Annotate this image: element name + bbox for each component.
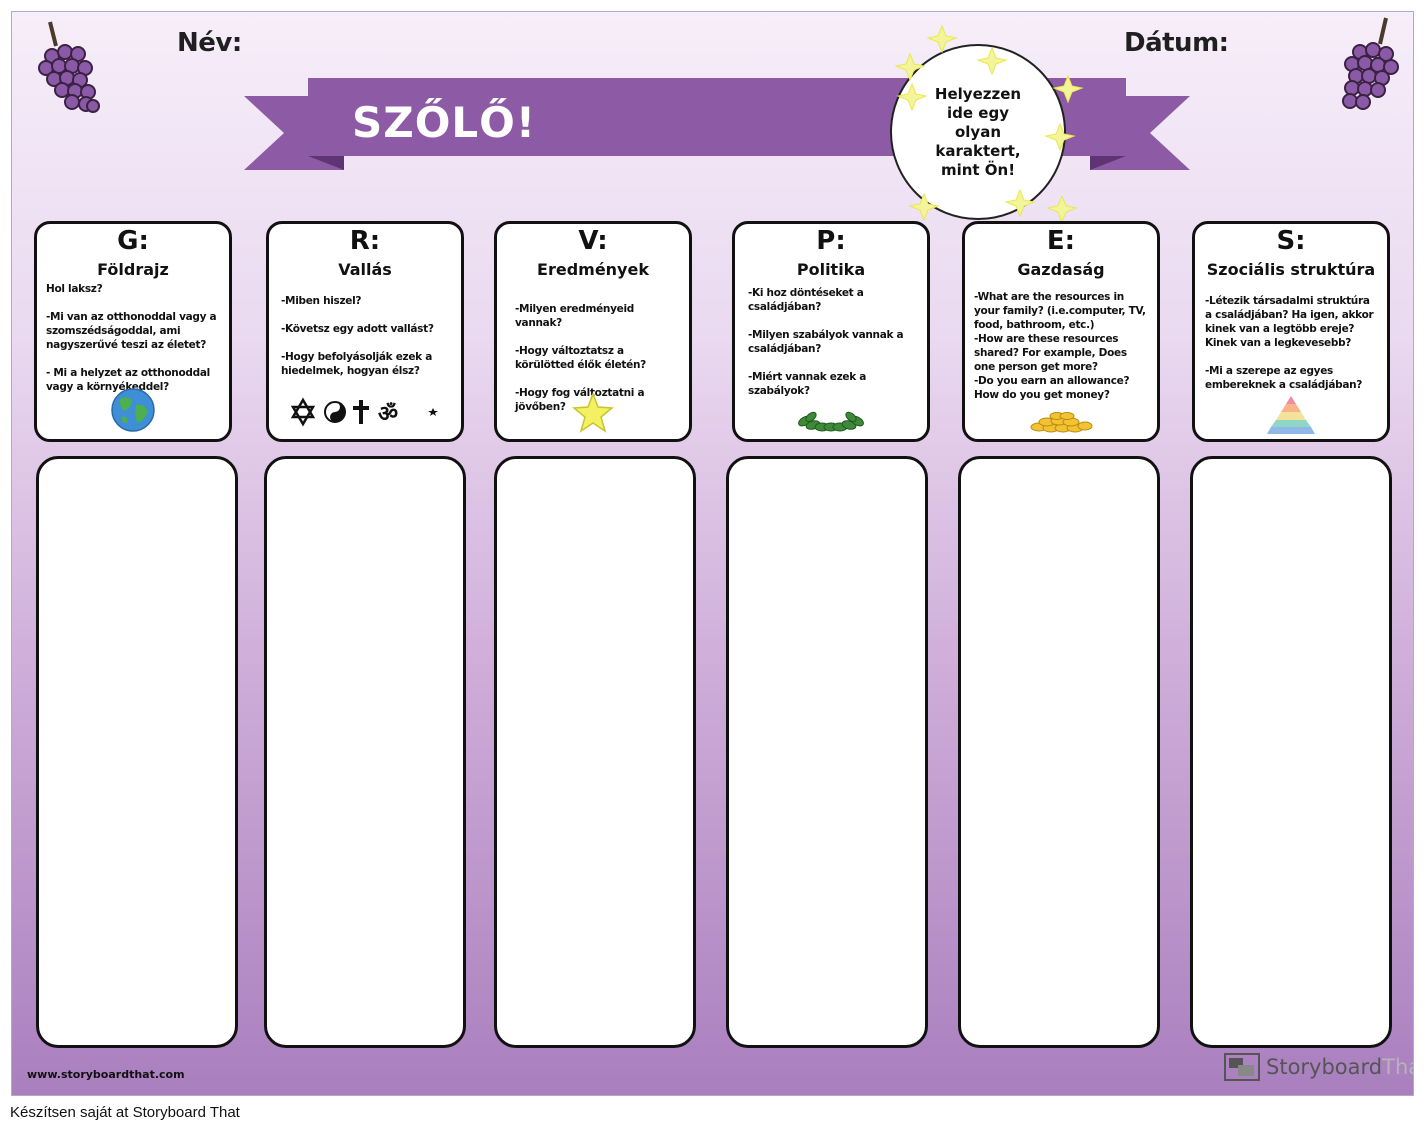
card-title: Vallás bbox=[338, 260, 392, 279]
answer-box-social-structure[interactable] bbox=[1190, 456, 1392, 1048]
card-economy: E: Gazdaság -What are the resources in y… bbox=[962, 221, 1160, 442]
card-social-structure: S: Szociális struktúra -Létezik társadal… bbox=[1192, 221, 1390, 442]
grapes-icon bbox=[1342, 17, 1399, 110]
card-letter: V: bbox=[578, 226, 608, 256]
card-letter: S: bbox=[1276, 226, 1306, 256]
svg-text:ॐ: ॐ bbox=[378, 402, 398, 427]
worksheet-poster: Név: Dátum: SZŐLŐ! Helyezzen ide egy oly… bbox=[11, 11, 1414, 1096]
answer-box-economy[interactable] bbox=[958, 456, 1160, 1048]
answer-box-achievements[interactable] bbox=[494, 456, 696, 1048]
gold-coins-icon bbox=[965, 411, 1157, 433]
pyramid-icon bbox=[1195, 395, 1387, 435]
card-letter: R: bbox=[349, 226, 381, 256]
card-letter: G: bbox=[117, 226, 149, 256]
worksheet-title: SZŐLŐ! bbox=[352, 98, 537, 147]
name-label: Név: bbox=[177, 28, 242, 58]
answer-box-geography[interactable] bbox=[36, 456, 238, 1048]
card-title: Eredmények bbox=[537, 260, 649, 279]
logo-word-dark: Storyboard bbox=[1266, 1055, 1383, 1079]
card-body: -Ki hoz döntéseket a családjában? -Milye… bbox=[748, 287, 904, 397]
religious-symbols-icon: ॐ bbox=[269, 397, 461, 427]
card-body: -Miben hiszel? -Követsz egy adott vallás… bbox=[281, 295, 434, 377]
laurel-wreath-icon bbox=[735, 407, 927, 435]
card-letter: P: bbox=[816, 226, 846, 256]
card-title: Gazdaság bbox=[1017, 260, 1105, 279]
card-title: Politika bbox=[796, 260, 866, 279]
card-religion: R: Vallás -Miben hiszel? -Követsz egy ad… bbox=[266, 221, 464, 442]
card-body: -Létezik társadalmi struktúra a családjá… bbox=[1205, 295, 1374, 391]
card-body: -What are the resources in your family? … bbox=[974, 291, 1146, 401]
globe-icon bbox=[37, 387, 229, 433]
card-geography: G: Földrajz Hol laksz? -Mi van az otthon… bbox=[34, 221, 232, 442]
character-prompt: Helyezzen ide egy olyan karaktert, mint … bbox=[934, 84, 1022, 179]
date-label: Dátum: bbox=[1124, 28, 1229, 58]
card-letter: E: bbox=[1046, 226, 1076, 256]
character-placeholder[interactable]: Helyezzen ide egy olyan karaktert, mint … bbox=[890, 44, 1066, 220]
logo-word-light: That bbox=[1382, 1055, 1413, 1079]
bottom-caption[interactable]: Készítsen saját at Storyboard That bbox=[10, 1104, 240, 1121]
answer-box-religion[interactable] bbox=[264, 456, 466, 1048]
storyboard-logo-icon bbox=[1224, 1053, 1260, 1081]
card-title: Szociális struktúra bbox=[1206, 260, 1376, 279]
star-icon bbox=[497, 393, 689, 433]
grapes-icon bbox=[38, 21, 100, 113]
card-body: -Milyen eredményeid vannak? -Hogy változ… bbox=[515, 303, 646, 413]
card-title: Földrajz bbox=[97, 260, 169, 279]
card-politics: P: Politika -Ki hoz döntéseket a családj… bbox=[732, 221, 930, 442]
card-body: Hol laksz? -Mi van az otthonoddal vagy a… bbox=[46, 283, 217, 393]
footer-url: www.storyboardthat.com bbox=[27, 1068, 185, 1081]
card-achievements: V: Eredmények -Milyen eredményeid vannak… bbox=[494, 221, 692, 442]
answer-box-politics[interactable] bbox=[726, 456, 928, 1048]
